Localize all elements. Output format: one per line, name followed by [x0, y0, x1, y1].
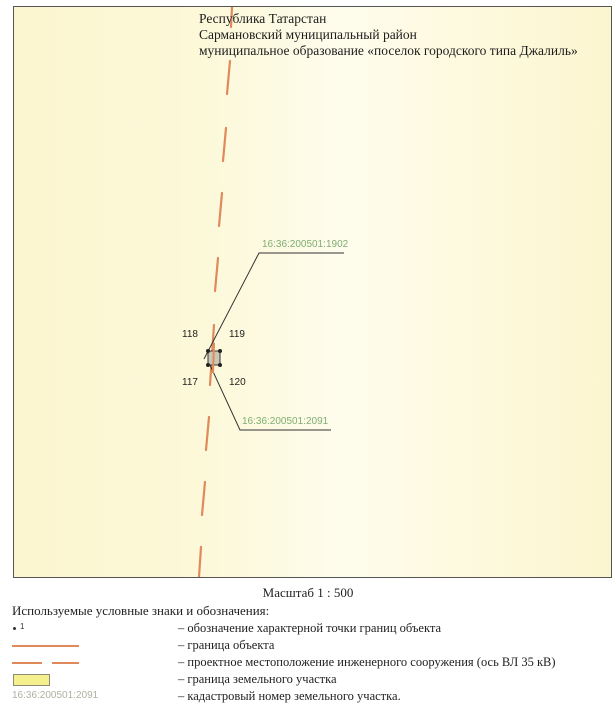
- legend-desc-land-boundary: – граница земельного участка: [178, 672, 337, 686]
- title-district: Сармановский муниципальный район: [199, 27, 417, 42]
- map-frame: Республика Татарстан Сармановский муници…: [13, 6, 612, 578]
- legend-item-point: 1 – обозначение характерной точки границ…: [12, 621, 612, 636]
- map-canvas: [197, 7, 344, 577]
- land-plot-swatch-icon: [13, 674, 50, 686]
- cadastral-sample-text: 16:36:200501:2091: [12, 690, 99, 701]
- legend-sample-yellow-box: [12, 672, 162, 687]
- point-label-117: 117: [182, 377, 198, 388]
- point-label-119: 119: [229, 329, 245, 340]
- legend-sample-cadastral: 16:36:200501:2091: [12, 689, 162, 704]
- point-marker-number: 1: [20, 622, 25, 631]
- scale-label: Масштаб 1 : 500: [262, 585, 354, 600]
- map-title-block: Республика Татарстан Сармановский муници…: [199, 11, 578, 59]
- legend-desc-object-boundary: – граница объекта: [178, 638, 275, 652]
- point-label-120: 120: [229, 377, 246, 388]
- legend-title: Используемые условные знаки и обозначени…: [12, 603, 270, 618]
- legend-desc-powerline: – проектное местоположение инженерного с…: [178, 655, 556, 669]
- legend-sample-solid-line: [12, 638, 162, 653]
- parcel-1902: [206, 342, 222, 374]
- legend-item-object-boundary: – граница объекта: [12, 638, 612, 653]
- legend-item-powerline: – проектное местоположение инженерного с…: [12, 655, 612, 670]
- legend-item-land-boundary: – граница земельного участка: [12, 672, 612, 687]
- dashed-line-icon: [12, 662, 42, 664]
- legend-sample-point: 1: [12, 621, 162, 636]
- title-republic: Республика Татарстан: [199, 11, 327, 26]
- dashed-line-icon-segment: [52, 662, 79, 664]
- point-label-118: 118: [182, 329, 198, 340]
- legend-desc-point: – обозначение характерной точки границ о…: [178, 621, 442, 635]
- cadastral-label-1902: 16:36:200501:1902: [262, 239, 349, 250]
- title-municipality: муниципальное образование «поселок город…: [199, 43, 578, 58]
- legend-item-cadastral: 16:36:200501:2091 – кадастровый номер зе…: [12, 689, 612, 704]
- cadastral-label-2091: 16:36:200501:2091: [242, 416, 329, 427]
- power-line-axis: [197, 7, 234, 577]
- leader-lines: [203, 252, 344, 431]
- legend-desc-cadastral: – кадастровый номер земельного участка.: [178, 689, 401, 703]
- point-marker-icon: [13, 627, 16, 630]
- solid-line-icon: [12, 645, 79, 647]
- legend-sample-dashed-line: [12, 655, 162, 670]
